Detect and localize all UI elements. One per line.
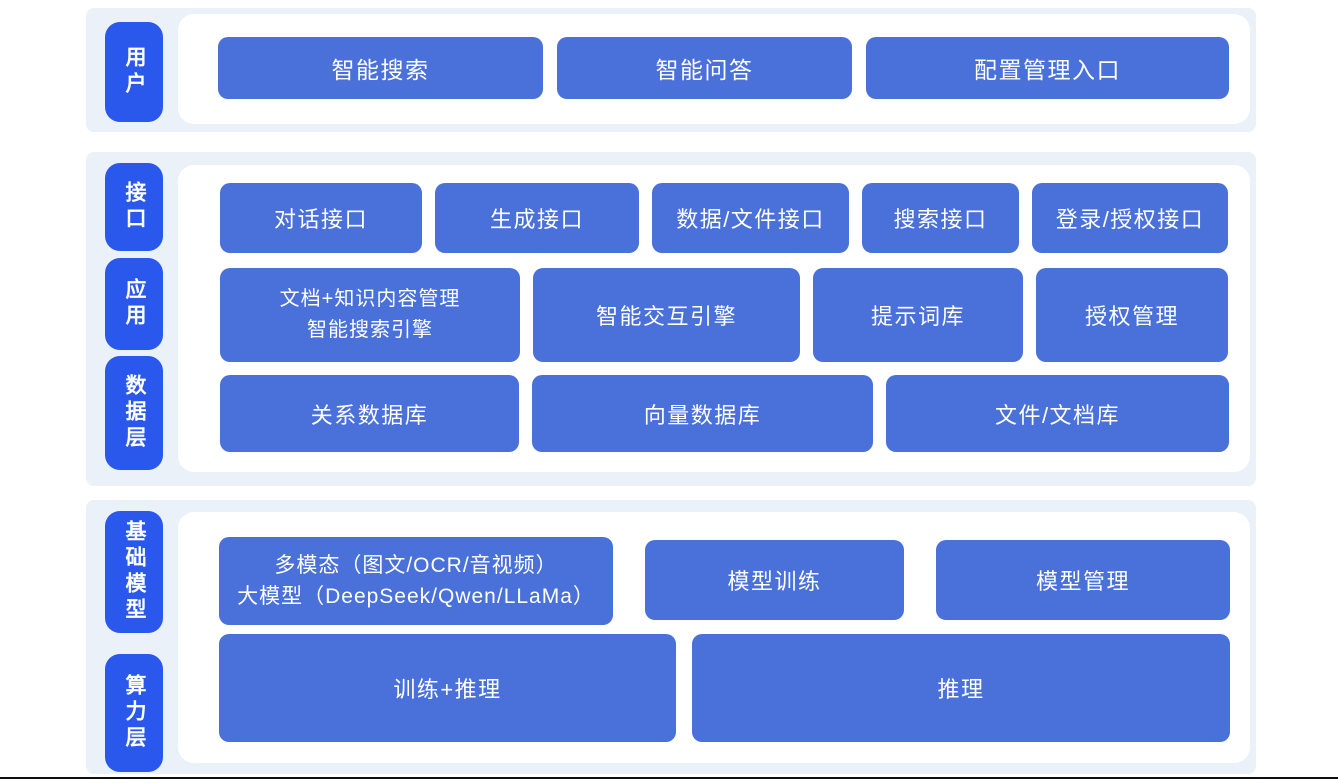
section-middle-layers: 接口 应用 数据层 对话接口 生成接口 数据/文件接口 搜索接口 登录/授权接口… (86, 152, 1256, 486)
box-model-training: 模型训练 (645, 540, 904, 620)
box-vector-db: 向量数据库 (532, 375, 873, 452)
layer-label-foundation-model: 基础模型 (105, 511, 163, 633)
user-layer-panel: 智能搜索 智能问答 配置管理入口 (178, 14, 1250, 124)
box-doc-engine-line2: 智能搜索引擎 (307, 319, 433, 341)
box-multimodal-line1: 多模态（图文/OCR/音视频） (274, 554, 558, 577)
box-generation-api: 生成接口 (435, 183, 639, 253)
interface-row: 对话接口 生成接口 数据/文件接口 搜索接口 登录/授权接口 (220, 183, 1230, 253)
box-smart-qa: 智能问答 (557, 37, 852, 99)
layer-label-data: 数据层 (105, 356, 163, 470)
compute-row: 训练+推理 推理 (219, 634, 1230, 742)
section-user-layer: 用户 智能搜索 智能问答 配置管理入口 (86, 8, 1256, 132)
layer-label-interface: 接口 (105, 163, 163, 251)
box-dialog-api: 对话接口 (220, 183, 422, 253)
box-search-api: 搜索接口 (862, 183, 1019, 253)
box-inference: 推理 (692, 634, 1230, 742)
box-doc-knowledge-search-engine: 文档+知识内容管理 智能搜索引擎 (220, 268, 520, 362)
box-smart-search: 智能搜索 (218, 37, 543, 99)
box-multimodal-llm: 多模态（图文/OCR/音视频） 大模型（DeepSeek/Qwen/LLaMa） (219, 537, 613, 625)
data-row: 关系数据库 向量数据库 文件/文档库 (220, 375, 1230, 452)
bottom-border-line (0, 777, 1338, 779)
box-auth-management: 授权管理 (1036, 268, 1228, 362)
layer-label-application: 应用 (105, 258, 163, 350)
box-login-auth-api: 登录/授权接口 (1032, 183, 1228, 253)
middle-layers-panel: 对话接口 生成接口 数据/文件接口 搜索接口 登录/授权接口 文档+知识内容管理… (178, 165, 1250, 472)
foundation-layers-panel: 多模态（图文/OCR/音视频） 大模型（DeepSeek/Qwen/LLaMa）… (178, 512, 1250, 763)
box-interactive-engine: 智能交互引擎 (533, 268, 800, 362)
box-relational-db: 关系数据库 (220, 375, 519, 452)
layer-label-user: 用户 (105, 22, 163, 122)
box-prompt-library: 提示词库 (813, 268, 1023, 362)
box-file-doc-store: 文件/文档库 (886, 375, 1229, 452)
layer-label-compute: 算力层 (105, 654, 163, 772)
section-foundation-layers: 基础模型 算力层 多模态（图文/OCR/音视频） 大模型（DeepSeek/Qw… (86, 500, 1256, 774)
model-row: 多模态（图文/OCR/音视频） 大模型（DeepSeek/Qwen/LLaMa）… (219, 537, 1230, 625)
box-training-inference: 训练+推理 (219, 634, 676, 742)
box-config-entry: 配置管理入口 (866, 37, 1229, 99)
application-row: 文档+知识内容管理 智能搜索引擎 智能交互引擎 提示词库 授权管理 (220, 268, 1230, 362)
box-multimodal-line2: 大模型（DeepSeek/Qwen/LLaMa） (237, 585, 595, 608)
box-doc-engine-line1: 文档+知识内容管理 (279, 288, 461, 310)
user-layer-row: 智能搜索 智能问答 配置管理入口 (218, 37, 1233, 99)
box-model-management: 模型管理 (936, 540, 1230, 620)
box-data-file-api: 数据/文件接口 (652, 183, 849, 253)
